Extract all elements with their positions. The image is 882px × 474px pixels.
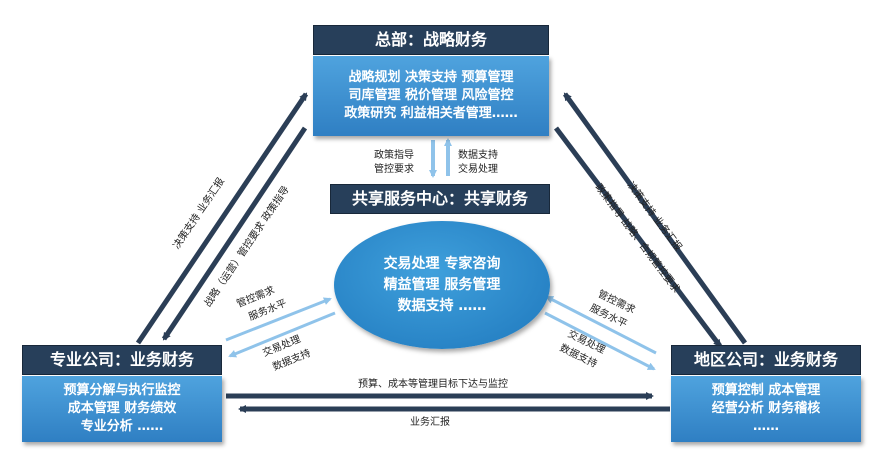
label-ssc-to-hq-1: 数据支持 [458,150,498,161]
label-bottom-bottom: 业务汇报 [410,417,450,428]
hq-line-2: 司库管理 税价管理 风险管控 [348,88,514,103]
ssc-title: 共享服务中心：共享财务 [330,184,550,214]
arrow-ssc-to-regional [544,311,656,371]
label-hq-to-ssc-1: 政策指导 [374,150,414,161]
arrow-hq-to-regional [554,126,722,348]
hq-line-3: 政策研究 利益相关者管理…… [344,106,518,121]
ssc-hub: 交易处理 专家咨询 精益管理 服务管理 数据支持 …… [334,221,550,349]
hq-line-1: 战略规划 决策支持 预算管理 [348,70,514,85]
arrow-specialized-to-ssc [225,297,332,342]
label-hq-to-ssc-2: 管控要求 [374,164,414,175]
regional-title: 地区公司：业务财务 [671,345,861,375]
specialized-line-3: 专业分析 …… [80,419,164,434]
ssc-line-1: 交易处理 专家咨询 [383,255,501,272]
regional-line-2: 经营分析 财务稽核 [711,401,821,416]
arrow-ssc-to-specialized [228,311,336,358]
arrow-hq-to-specialized [161,126,308,341]
arrow-regional-to-ssc [545,295,657,355]
label-bottom-top: 预算、成本等管理目标下达与监控 [358,379,508,390]
arrow-specialized-to-hq [135,92,309,345]
regional-line-1: 预算控制 成本管理 [711,383,821,398]
specialized-box: 预算分解与执行监控 成本管理 财务绩效 专业分析 …… [22,376,222,442]
ssc-line-3: 数据支持 …… [397,297,487,314]
specialized-line-1: 预算分解与执行监控 [63,383,181,398]
hq-box: 战略规划 决策支持 预算管理 司库管理 税价管理 风险管控 政策研究 利益相关者… [313,56,549,136]
regional-box: 预算控制 成本管理 经营分析 财务稽核 …… [671,376,861,442]
specialized-title: 专业公司：业务财务 [22,345,222,375]
ssc-line-2: 精益管理 服务管理 [383,276,501,293]
regional-line-3: …… [753,419,779,434]
specialized-line-2: 成本管理 财务绩效 [67,401,177,416]
hq-title: 总部：战略财务 [313,25,549,55]
arrow-regional-to-hq [562,92,748,345]
label-ssc-to-hq-2: 交易处理 [458,164,498,175]
